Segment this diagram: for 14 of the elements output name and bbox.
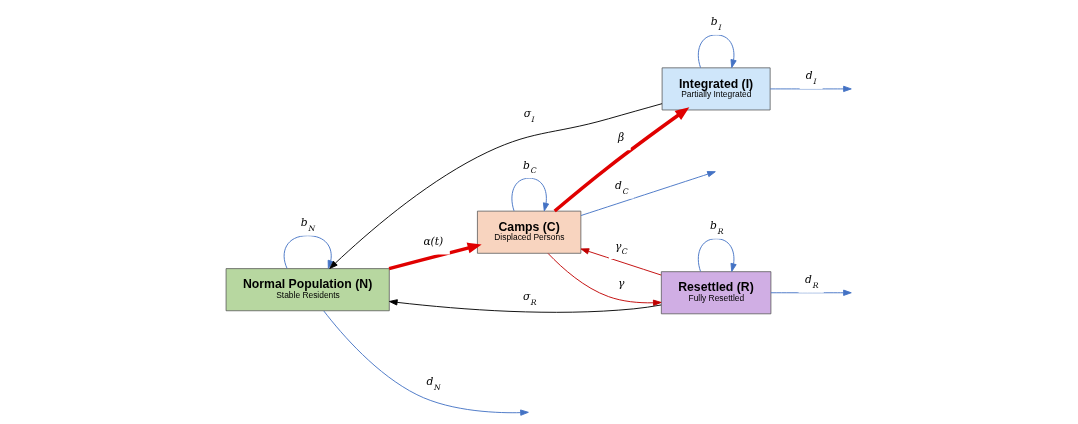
edge-label: b$_{C}$ — [523, 158, 537, 176]
edge-label: σ$_{R}$ — [523, 290, 537, 307]
edge-label: b$_{N}$ — [300, 216, 316, 233]
edge-label: d$_{R}$ — [805, 273, 819, 290]
edge-label: d$_{C}$ — [614, 179, 629, 196]
edge-label: β — [618, 130, 625, 144]
edge-label: σ$_{I}$ — [523, 107, 535, 124]
edge-label: b$_{I}$ — [710, 15, 722, 32]
edge-label: d$_{I}$ — [805, 69, 817, 86]
edge-label: γ — [618, 277, 625, 291]
edge-label: d$_{N}$ — [426, 375, 441, 392]
edge-label: α(t) — [423, 235, 444, 249]
edge-label: b$_{R}$ — [710, 219, 724, 236]
edge-label: γ$_{C}$ — [614, 239, 628, 257]
